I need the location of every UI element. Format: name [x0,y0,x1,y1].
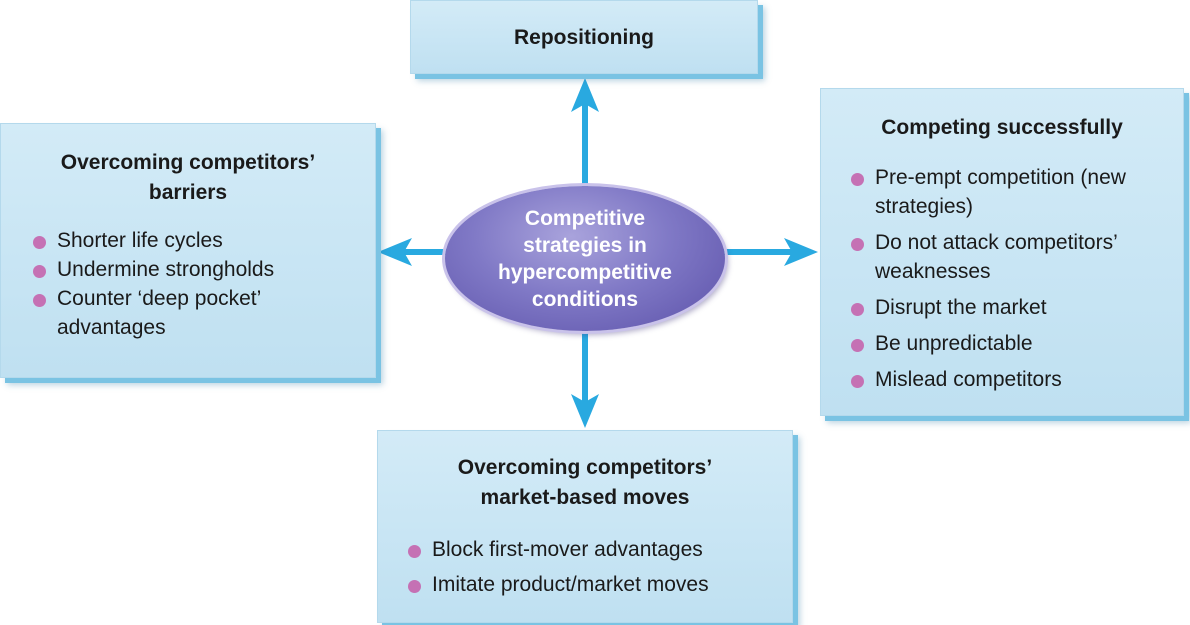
list-item: Imitate product/market moves [406,570,792,599]
list-item-text: Disrupt the market [875,296,1047,319]
list-item: Be unpredictable [849,329,1183,358]
list-item-text: Block first-mover advantages [432,538,703,561]
list-item-text: Pre-empt competition (new strategies) [875,166,1126,218]
list-item-text: Counter ‘deep pocket’ advantages [57,287,261,339]
list-item-text: Shorter life cycles [57,229,223,252]
list-item: Undermine strongholds [31,255,375,284]
competing-title: Competing successfully [881,116,1123,139]
repositioning-box: Repositioning [410,0,758,74]
list-item: Pre-empt competition (new strategies) [849,163,1135,221]
central-label: Competitive strategies in hypercompetiti… [498,206,672,311]
market-moves-list: Block first-mover advantages Imitate pro… [406,535,792,599]
market-moves-title: Overcoming competitors’ market-based mov… [457,456,713,509]
bullet-icon [33,265,46,278]
arrow-down-head [571,394,599,428]
list-item: Shorter life cycles [31,226,375,255]
competing-box: Competing successfully Pre-empt competit… [820,88,1184,416]
bullet-icon [851,375,864,388]
list-item-text: Be unpredictable [875,332,1033,355]
central-ellipse: Competitive strategies in hypercompetiti… [445,186,725,331]
list-item: Do not attack competitors’ weaknesses [849,228,1190,286]
list-item-text: Mislead competitors [875,368,1062,391]
bullet-icon [851,339,864,352]
list-item-text: Undermine strongholds [57,258,275,281]
list-item: Block first-mover advantages [406,535,792,564]
market-moves-box: Overcoming competitors’ market-based mov… [377,430,793,623]
list-item-text: Do not attack competitors’ weaknesses [875,231,1117,283]
bullet-icon [408,580,421,593]
list-item: Counter ‘deep pocket’ advantages [31,284,347,342]
competing-list: Pre-empt competition (new strategies) Do… [849,163,1183,394]
bullet-icon [851,173,864,186]
list-item-text: Imitate product/market moves [432,573,709,596]
arrow-left-head [378,238,412,266]
barriers-list: Shorter life cycles Undermine stronghold… [31,226,375,342]
barriers-box: Overcoming competitors’ barriers Shorter… [0,123,376,378]
bullet-icon [851,238,864,251]
arrow-right-head [784,238,818,266]
arrow-up-head [571,78,599,112]
list-item: Mislead competitors [849,365,1183,394]
bullet-icon [408,545,421,558]
repositioning-title: Repositioning [514,26,654,49]
list-item: Disrupt the market [849,293,1183,322]
bullet-icon [851,303,864,316]
barriers-title: Overcoming competitors’ barriers [60,151,316,204]
bullet-icon [33,236,46,249]
bullet-icon [33,294,46,307]
